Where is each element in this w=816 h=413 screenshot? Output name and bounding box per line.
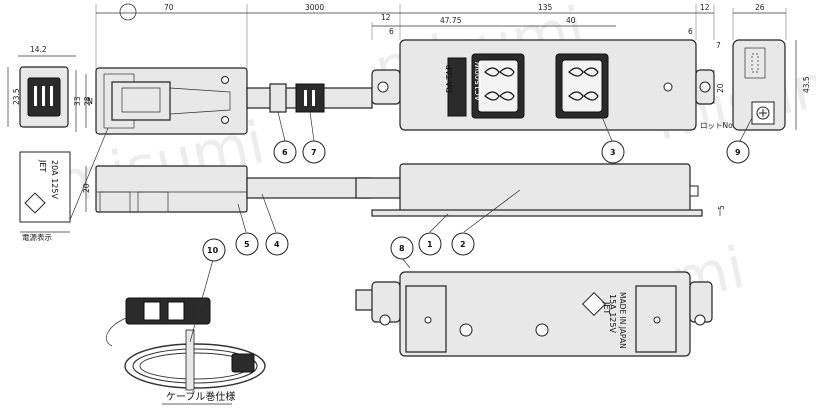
dim-7: 7	[716, 41, 721, 50]
dim-28: 28	[83, 96, 92, 106]
cable-caption: ケーブル巻仕様	[166, 390, 235, 403]
dim-12-left: 12	[381, 13, 391, 22]
outlet-strip-top-view	[371, 39, 715, 131]
cable-wound-illustration	[106, 255, 266, 391]
callout-1-circle	[418, 232, 442, 256]
callout-3: 3	[610, 148, 616, 157]
neutral-mark: N	[87, 97, 93, 106]
callout-4: 4	[274, 240, 280, 249]
dim-40: 40	[566, 16, 576, 25]
dim-20-end: 20	[716, 83, 725, 93]
callout-5-circle	[235, 232, 259, 256]
dim-6-right: 6	[688, 27, 693, 36]
callout-9-circle	[726, 140, 750, 164]
callout-1: 1	[427, 240, 433, 249]
dim-5: 5	[717, 205, 726, 210]
dim-26: 26	[755, 3, 765, 12]
dim-12-right: 12	[700, 3, 710, 12]
dim-43-5: 43.5	[802, 76, 811, 93]
base-rating-label: 15A 125V	[608, 294, 617, 333]
end-side-view	[713, 39, 797, 131]
plug-top-view: N	[75, 67, 373, 135]
callout-10: 10	[207, 246, 219, 255]
dim-23-5: 23.5	[12, 88, 21, 105]
dim-47-75: 47.75	[440, 16, 462, 25]
callout-6: 6	[282, 148, 288, 157]
outlet-strip-bottom-view	[355, 257, 713, 357]
outlet-strip-side-view	[355, 163, 721, 233]
callout-10-circle	[202, 238, 226, 262]
plug-cert-label: JET	[38, 159, 47, 172]
brand-logo: DA-TAP	[445, 65, 454, 93]
dim-20-plug: 20	[82, 183, 91, 193]
base-cert-label: JET	[602, 301, 611, 314]
wire-rating-label: AC1500W	[474, 62, 483, 101]
plug-side-view	[85, 165, 373, 233]
lot-number-label: ロットNo.	[700, 121, 735, 130]
callout-3-circle	[601, 140, 625, 164]
callout-5: 5	[244, 240, 250, 249]
plug-rating-label: 20A 125V	[50, 160, 59, 199]
plug-marking-note: 電源表示	[22, 232, 52, 242]
plug-marking-label	[19, 127, 109, 233]
dim-6-left: 6	[389, 27, 394, 36]
dim-135: 135	[538, 3, 553, 12]
detail-circle-mark	[119, 3, 137, 21]
top-dimension-line	[95, 3, 787, 70]
plug-face-view	[7, 55, 76, 128]
made-in-label: MADE IN JAPAN	[618, 292, 627, 349]
callout-group: 6 7 3 9 5 4 8 1 2 10	[202, 111, 753, 262]
callout-9: 9	[735, 148, 741, 157]
dim-14-2: 14.2	[30, 45, 47, 54]
callout-8: 8	[399, 244, 405, 253]
dim-33: 33	[73, 96, 82, 106]
callout-7: 7	[311, 148, 317, 157]
callout-2: 2	[460, 240, 466, 249]
dim-70: 70	[164, 3, 174, 12]
callout-2-circle	[451, 232, 475, 256]
callout-8-circle	[390, 236, 414, 260]
dim-3000: 3000	[305, 3, 324, 12]
callout-4-circle	[265, 232, 289, 256]
